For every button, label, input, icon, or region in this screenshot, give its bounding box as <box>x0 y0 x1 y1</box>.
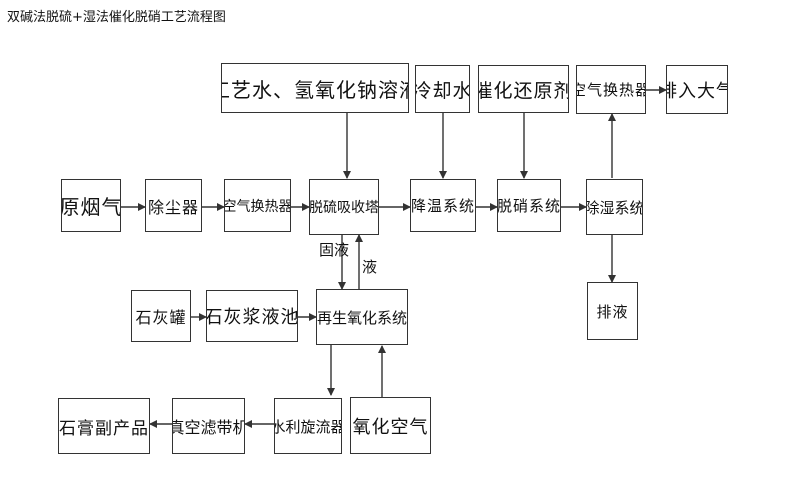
node-vacuum-belt-filter: 真空滤带机 <box>172 398 245 454</box>
node-process-water: 工艺水、氢氧化钠溶液 <box>221 63 409 113</box>
node-lime-slurry-tank: 石灰浆液池 <box>206 290 298 342</box>
node-air-heat-exchanger: 空气换热器 <box>224 179 291 232</box>
node-oxidation-air: 氧化空气 <box>350 397 431 454</box>
node-desulfurization-absorber: 脱硫吸收塔 <box>309 179 379 235</box>
node-hydrocyclone: 水利旋流器 <box>274 398 342 454</box>
label-solid-liquid: 固液 <box>319 241 350 259</box>
node-cooling-water: 冷却水 <box>415 65 470 113</box>
node-cooling-system: 降温系统 <box>410 179 476 232</box>
node-regeneration-oxidation-system: 再生氧化系统 <box>316 289 408 345</box>
node-air-heat-exchanger-top: 空气换热器 <box>576 65 646 114</box>
node-reductant: 催化还原剂 <box>478 65 569 113</box>
page-title: 双碱法脱硫+湿法催化脱硝工艺流程图 <box>7 10 226 25</box>
node-lime-tank: 石灰罐 <box>131 290 191 342</box>
node-dust-remover: 除尘器 <box>145 179 202 232</box>
node-raw-flue-gas: 原烟气 <box>61 179 121 232</box>
node-denitration-system: 脱硝系统 <box>497 179 561 232</box>
node-gypsum-byproduct: 石膏副产品 <box>58 398 150 454</box>
node-drainage: 排液 <box>587 282 638 340</box>
node-dehumidification-system: 除湿系统 <box>586 179 643 235</box>
node-exhaust-to-atmosphere: 排入大气 <box>666 65 728 114</box>
label-liquid: 液 <box>362 258 378 276</box>
